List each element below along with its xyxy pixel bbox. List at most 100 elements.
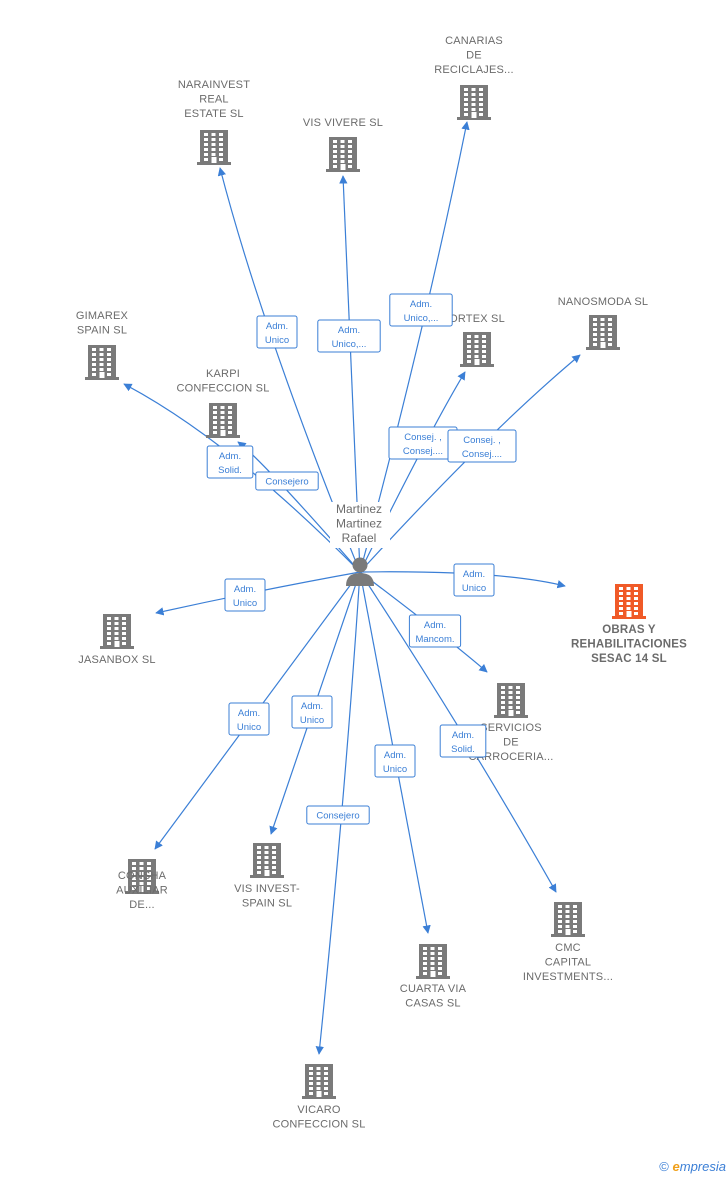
- company-node-vis-invest[interactable]: VIS INVEST-SPAIN SL: [234, 843, 300, 910]
- relation-text: Adm.: [219, 451, 241, 462]
- company-node-gimarex[interactable]: GIMAREX SPAIN SL: [76, 310, 129, 380]
- company-name-line: VICARO: [297, 1104, 341, 1116]
- relation-text: Unico: [237, 722, 261, 733]
- company-name-line: CMC: [555, 942, 581, 954]
- company-name-line: RECICLAJES...: [434, 64, 514, 76]
- company-node-nanosmoda[interactable]: NANOSMODA SL: [558, 296, 648, 350]
- person-icon: [346, 557, 374, 586]
- relation-label-narainvest[interactable]: Adm. Unico: [256, 315, 298, 349]
- company-name-line: NARAINVEST: [178, 79, 250, 91]
- company-node-canarias[interactable]: CANARIAS DE RECICLAJES...: [434, 35, 514, 120]
- relation-text: Mancom.: [415, 634, 454, 645]
- company-name-line: INVESTMENTS...: [523, 971, 613, 983]
- relation-text: Consej. ,: [404, 432, 442, 443]
- relation-label-consha[interactable]: Adm. Unico: [228, 702, 270, 736]
- relation-text: Adm.: [238, 708, 260, 719]
- company-node-vis-vivere[interactable]: VIS VIVERE SL: [303, 117, 383, 172]
- relation-text: Consejero: [265, 477, 308, 488]
- relation-label-obras[interactable]: Adm. Unico: [453, 563, 495, 597]
- relation-text: Adm.: [266, 321, 288, 332]
- person-name-line: Rafael: [342, 531, 377, 545]
- building-icon: [100, 614, 134, 649]
- company-name-line: SERVICIOS: [480, 722, 542, 734]
- company-node-cmc[interactable]: CMC CAPITAL INVESTMENTS...: [523, 902, 613, 983]
- edges-layer: [123, 121, 581, 1055]
- company-name-line: DE: [503, 737, 519, 749]
- relation-text: Unico: [462, 583, 486, 594]
- relation-text: Consejero: [316, 811, 359, 822]
- company-name-line: ORTEX SL: [449, 313, 505, 325]
- company-name-line: REHABILITACIONES: [571, 639, 687, 651]
- relation-label-vis-vivere[interactable]: Adm.Unico,...: [317, 319, 381, 353]
- relation-label-gimarex[interactable]: Adm.Solid.: [206, 445, 254, 479]
- company-node-vicaro[interactable]: VICARO CONFECCION SL: [272, 1064, 365, 1131]
- company-node-ortex[interactable]: ORTEX SL: [449, 313, 505, 367]
- relation-text: Consej....: [403, 446, 443, 457]
- relation-label-servicios[interactable]: Adm. Mancom.: [408, 614, 462, 648]
- person-name-line: Martinez: [336, 517, 382, 531]
- brand-logo-e: e: [672, 1159, 680, 1174]
- company-name-line: DE...: [129, 899, 154, 911]
- relation-text: Consej....: [462, 449, 502, 460]
- company-name-line: CUARTA VIA: [400, 983, 467, 995]
- relation-text: Adm.: [452, 730, 474, 741]
- brand-name: mpresia: [679, 1159, 726, 1174]
- company-name-line: CONFECCION SL: [272, 1119, 365, 1131]
- relation-text: Unico,...: [332, 339, 367, 350]
- building-icon: [250, 843, 284, 878]
- company-name-line: SPAIN SL: [242, 898, 292, 910]
- company-name-line: JASANBOX SL: [78, 654, 155, 666]
- company-node-jasanbox[interactable]: JASANBOX SL: [78, 614, 156, 666]
- company-name-line: CARROCERIA...: [468, 751, 553, 763]
- relation-text: Adm.: [234, 584, 256, 595]
- company-name-line: CONSHA: [118, 870, 167, 882]
- relation-label-ortex[interactable]: Consej. , Consej....: [388, 426, 458, 460]
- company-name-line: CAPITAL: [545, 957, 591, 969]
- relation-label-vicaro[interactable]: Consejero: [306, 805, 370, 825]
- company-name-line: SPAIN SL: [77, 325, 127, 337]
- company-node-servicios[interactable]: SERVICIOS DE CARROCERIA...: [468, 683, 553, 763]
- relation-label-cuarta-via[interactable]: Adm. Unico: [374, 744, 416, 778]
- relation-text: Adm.: [424, 620, 446, 631]
- relation-label-cmc[interactable]: Adm. Solid.: [439, 724, 487, 758]
- building-icon: [197, 130, 231, 165]
- footer-brand[interactable]: © empresia: [659, 1159, 726, 1174]
- building-icon: [302, 1064, 336, 1099]
- company-name-line: NANOSMODA SL: [558, 296, 648, 308]
- relation-text: Adm.: [384, 750, 406, 761]
- relation-text: Unico: [265, 335, 289, 346]
- relation-text: Unico: [383, 764, 407, 775]
- relation-label-karpi[interactable]: Consejero: [255, 471, 319, 491]
- person-name-line: Martinez: [336, 502, 382, 516]
- company-name-line: GIMAREX: [76, 310, 129, 322]
- relation-text: Unico,...: [404, 313, 439, 324]
- company-name-line: DE: [466, 50, 482, 62]
- relation-label-nanosmoda[interactable]: Consej. , Consej....: [447, 429, 517, 463]
- relation-label-jasanbox[interactable]: Adm. Unico: [224, 578, 266, 612]
- copyright-symbol: ©: [659, 1159, 669, 1174]
- building-icon: [586, 315, 620, 350]
- building-icon: [326, 137, 360, 172]
- relation-text: Solid.: [451, 744, 475, 755]
- relation-label-canarias[interactable]: Adm. Unico,...: [389, 293, 453, 327]
- relation-text: Adm.: [301, 701, 323, 712]
- building-icon: [612, 584, 646, 619]
- relation-text: Unico: [233, 598, 257, 609]
- company-node-consha[interactable]: CONSHAAUXILIARDE...: [116, 859, 168, 911]
- relation-label-vis-invest[interactable]: Adm.Unico: [291, 695, 333, 729]
- company-name-line: OBRAS Y: [602, 624, 656, 636]
- company-name-line: REAL: [199, 94, 229, 106]
- relation-text: Consej. ,: [463, 435, 501, 446]
- building-icon: [85, 345, 119, 380]
- company-name-line: CANARIAS: [445, 35, 503, 47]
- relation-text: Adm.: [410, 299, 432, 310]
- relation-text: Adm.: [463, 569, 485, 580]
- company-name-line: KARPI: [206, 368, 240, 380]
